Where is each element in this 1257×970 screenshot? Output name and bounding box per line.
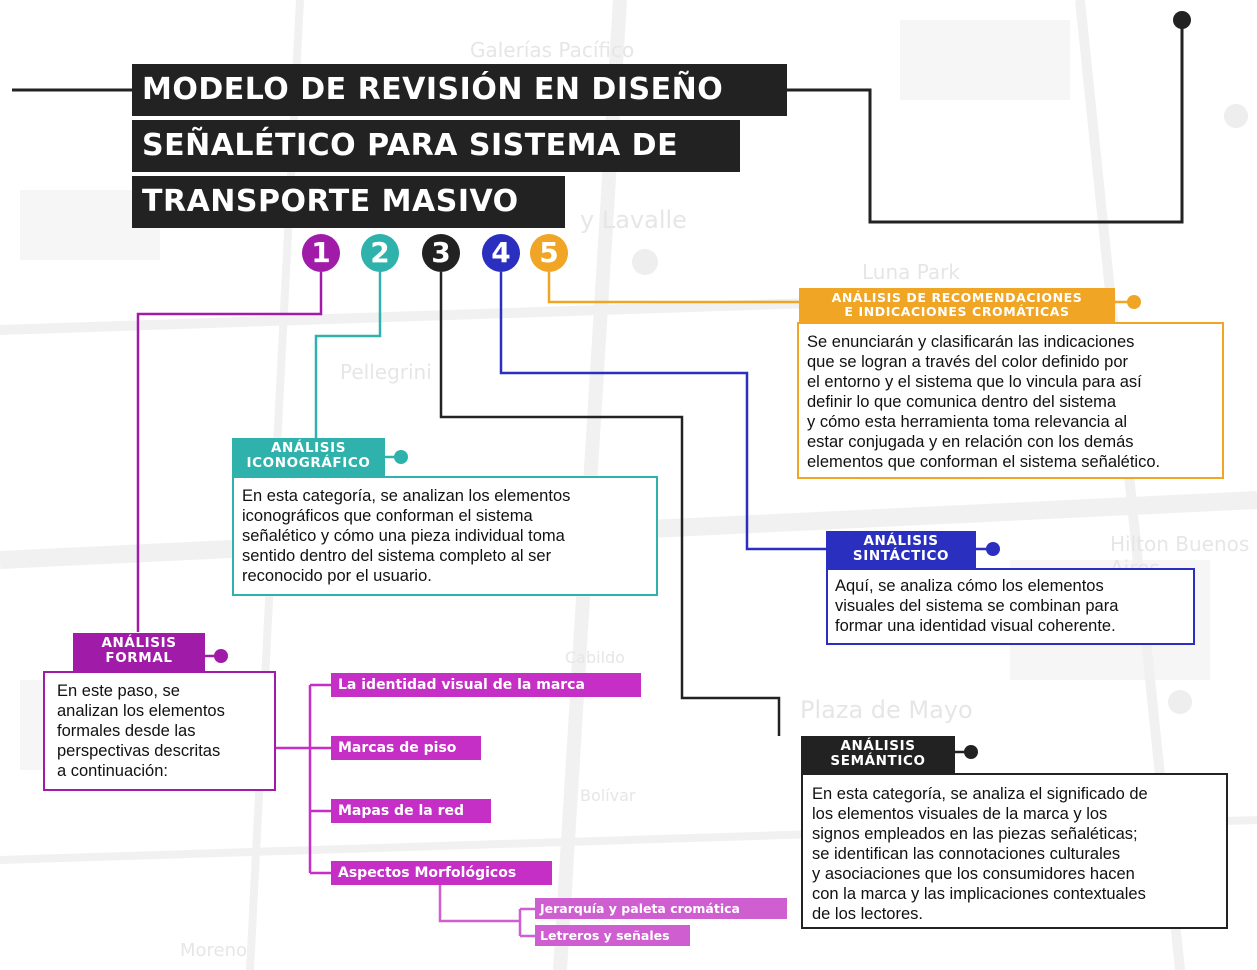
sintactico-text-line: visuales del sistema se combinan para <box>835 597 1119 615</box>
semantico-text-line: se identifican las connotaciones cultura… <box>812 845 1121 863</box>
formal-subitem-mapas: Mapas de la red <box>331 799 491 823</box>
step-number-3: 3 <box>422 234 460 272</box>
sintactico-text-line: Aquí, se analiza cómo los elementos <box>835 577 1104 595</box>
step-number-5: 5 <box>530 234 568 272</box>
cromatico-text-line: estar conjugada y en relación con los de… <box>807 433 1134 451</box>
iconografico-text-line: En esta categoría, se analizan los eleme… <box>242 487 571 505</box>
cromatico-text-line: y cómo esta herramienta toma relevancia … <box>807 413 1128 431</box>
formal-subitem-morfologicos: Aspectos Morfológicos <box>331 861 552 885</box>
sintactico-label: ANÁLISIS SINTÁCTICO <box>826 531 976 569</box>
iconografico-label-line2: ICONOGRÁFICO <box>246 455 371 471</box>
formal-subsubitem-letreros: Letreros y señales <box>535 925 690 946</box>
cromatico-label-line2: E INDICACIONES CROMÁTICAS <box>844 304 1070 319</box>
formal-subsubitem-jerarquia: Jerarquía y paleta cromática <box>535 898 787 919</box>
iconografico-text-line: sentido dentro del sistema completo al s… <box>242 547 552 565</box>
formal-text-line: analizan los elementos <box>57 702 225 720</box>
semantico-label-line1: ANÁLISIS <box>840 738 916 754</box>
semantico-text-line: con la marca y las implicaciones context… <box>812 885 1146 903</box>
cromatico-text-line: que se logran a través del color definid… <box>807 353 1129 371</box>
formal-text-line: perspectivas descritas <box>57 742 221 760</box>
cromatico-text-line: definir lo que comunica dentro del siste… <box>807 393 1117 411</box>
iconografico-label: ANÁLISIS ICONOGRÁFICO <box>232 438 385 477</box>
title-line-1: MODELO DE REVISIÓN EN DISEÑO <box>132 64 787 116</box>
cromatico-text-line: el entorno y el sistema que lo vincula p… <box>807 373 1142 391</box>
formal-subitem-marcas: Marcas de piso <box>331 736 481 760</box>
semantico-text-line: de los lectores. <box>812 905 923 923</box>
semantico-text-line: y asociaciones que los consumidores hace… <box>812 865 1135 883</box>
title-line-2: SEÑALÉTICO PARA SISTEMA DE <box>132 120 740 172</box>
step-number-1: 1 <box>302 234 340 272</box>
sintactico-text-line: formar una identidad visual coherente. <box>835 617 1116 635</box>
sintactico-label-line2: SINTÁCTICO <box>852 548 950 564</box>
semantico-label-line2: SEMÁNTICO <box>830 753 926 769</box>
formal-text-line: a continuación: <box>57 762 168 780</box>
formal-text-line: formales desde las <box>57 722 196 740</box>
formal-text-line: En este paso, se <box>57 682 180 700</box>
iconografico-text-line: señalético y cómo una pieza individual t… <box>242 527 565 545</box>
semantico-label: ANÁLISIS SEMÁNTICO <box>801 736 955 774</box>
iconografico-description: En esta categoría, se analizan los eleme… <box>232 476 658 596</box>
title-line-3: TRANSPORTE MASIVO <box>132 176 565 228</box>
semantico-text-line: En esta categoría, se analiza el signifi… <box>812 785 1148 803</box>
semantico-text-line: signos empleados en las piezas señalétic… <box>812 825 1138 843</box>
sintactico-description: Aquí, se analiza cómo los elementos visu… <box>826 568 1195 645</box>
sintactico-label-line1: ANÁLISIS <box>863 533 939 549</box>
iconografico-label-line1: ANÁLISIS <box>270 440 347 456</box>
cromatico-label: ANÁLISIS DE RECOMENDACIONES E INDICACION… <box>799 288 1115 324</box>
cromatico-label-line1: ANÁLISIS DE RECOMENDACIONES <box>831 290 1083 305</box>
formal-label-line2: FORMAL <box>105 650 173 666</box>
step-number-4: 4 <box>482 234 520 272</box>
semantico-description: En esta categoría, se analiza el signifi… <box>801 773 1228 929</box>
iconografico-text-line: reconocido por el usuario. <box>242 567 432 585</box>
formal-description: En este paso, se analizan los elementos … <box>43 671 276 791</box>
formal-label: ANÁLISIS FORMAL <box>73 633 205 672</box>
formal-subitem-identidad: La identidad visual de la marca <box>331 673 641 697</box>
formal-label-line1: ANÁLISIS <box>101 635 177 651</box>
semantico-text-line: los elementos visuales de la marca y los <box>812 805 1108 823</box>
step-number-2: 2 <box>361 234 399 272</box>
cromatico-text-line: elementos que conforman el sistema señal… <box>807 453 1161 471</box>
iconografico-text-line: iconográficos que conforman el sistema <box>242 507 533 525</box>
cromatico-description: Se enunciarán y clasificarán las indicac… <box>797 322 1224 479</box>
cromatico-text-line: Se enunciarán y clasificarán las indicac… <box>807 333 1135 351</box>
